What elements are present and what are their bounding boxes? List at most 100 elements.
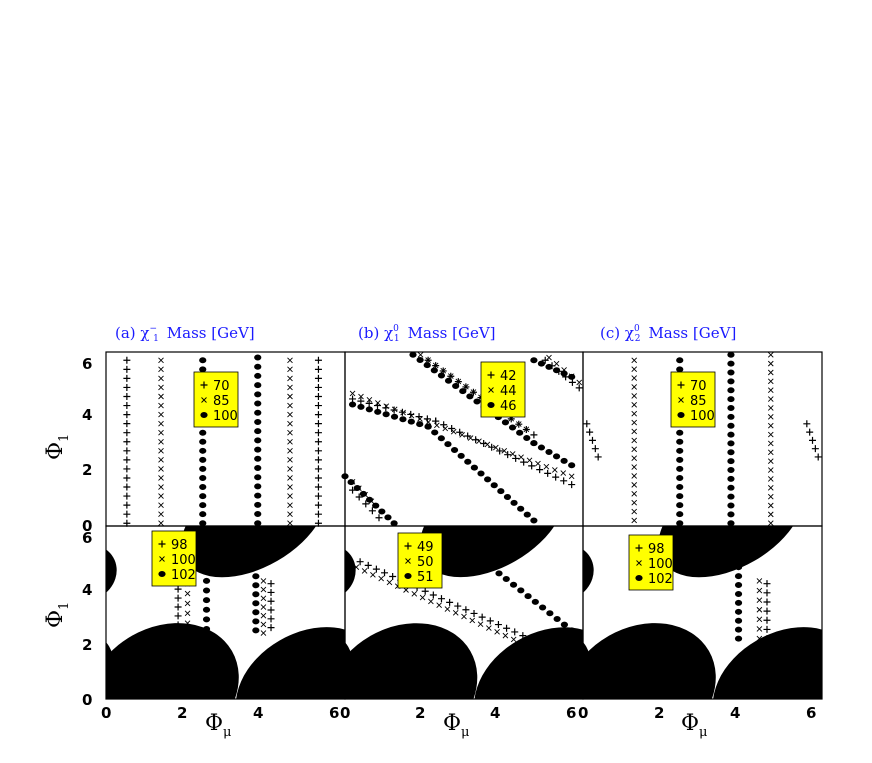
point-100	[199, 447, 207, 454]
x-axis-label-a: Φμ	[205, 711, 232, 740]
point-100	[727, 493, 735, 500]
point-44	[576, 379, 583, 386]
xtick-c-2: 2	[654, 704, 664, 722]
point-102	[734, 590, 743, 597]
point-44	[400, 409, 406, 416]
point-85	[631, 401, 638, 408]
legend-label: 100	[171, 553, 196, 568]
point-85	[287, 520, 293, 527]
point-102	[252, 627, 260, 634]
excluded-region	[419, 526, 565, 578]
point-46	[503, 494, 512, 500]
point-102	[252, 564, 260, 571]
legend-marker-98	[635, 544, 643, 552]
point-49	[421, 587, 429, 595]
point-44	[366, 396, 373, 403]
point-46	[552, 453, 561, 460]
point-70	[123, 483, 131, 491]
point-100	[199, 465, 207, 472]
point-44	[515, 421, 522, 427]
point-100	[199, 493, 207, 500]
point-100	[260, 621, 267, 628]
point-49	[364, 561, 372, 569]
plot-marks	[123, 351, 822, 669]
point-102	[202, 587, 211, 594]
point-85	[158, 393, 164, 400]
point-44	[425, 419, 432, 425]
point-50	[568, 663, 575, 669]
point-70	[123, 438, 131, 446]
point-100	[727, 369, 735, 376]
excluded-region	[106, 623, 239, 699]
point-100	[254, 372, 262, 379]
point-50	[428, 598, 434, 605]
frame-bottom-right	[582, 525, 823, 700]
point-100	[676, 366, 684, 373]
point-100	[199, 366, 207, 373]
xtick-b-6: 6	[566, 704, 576, 722]
point-70	[314, 383, 322, 391]
point-44	[417, 351, 424, 358]
point-98	[763, 589, 771, 597]
point-100	[254, 474, 262, 481]
point-100	[676, 357, 684, 364]
point-102	[734, 617, 743, 624]
point-46	[530, 440, 538, 447]
point-70	[123, 402, 131, 410]
point-42	[368, 507, 376, 515]
point-70	[314, 492, 322, 500]
point-100	[199, 511, 207, 518]
point-85	[767, 511, 774, 518]
point-44	[523, 426, 530, 433]
xtick-b-2: 2	[415, 704, 425, 722]
point-44	[553, 360, 560, 367]
ytick-bottom-0: 0	[82, 691, 92, 709]
legend-label: 100	[213, 409, 238, 424]
point-100	[727, 502, 735, 509]
point-85	[767, 351, 774, 358]
legend-label: 100	[648, 557, 673, 572]
point-85	[631, 446, 638, 453]
point-85	[767, 378, 774, 385]
point-85	[631, 473, 638, 479]
point-70	[123, 429, 131, 437]
point-70	[314, 429, 322, 437]
point-100	[260, 630, 267, 636]
point-85	[287, 411, 293, 418]
point-42	[488, 443, 496, 451]
excluded-region	[712, 627, 822, 699]
point-44	[560, 470, 567, 476]
xtick-c-0: 0	[578, 704, 588, 722]
point-85	[767, 467, 774, 473]
xtick-b-4: 4	[490, 704, 500, 722]
legend-marker-100	[677, 412, 685, 418]
point-85	[287, 475, 293, 481]
point-85	[631, 499, 638, 506]
point-98	[763, 598, 771, 606]
point-100	[254, 363, 262, 370]
point-42	[415, 413, 423, 421]
point-46	[390, 413, 399, 420]
point-46	[384, 514, 392, 521]
point-70	[314, 456, 322, 464]
point-50	[477, 621, 484, 628]
xtick-a-2: 2	[177, 704, 187, 722]
point-50	[436, 602, 442, 609]
point-46	[416, 356, 424, 363]
point-44	[484, 441, 491, 448]
point-85	[767, 360, 774, 367]
legend-label: 98	[171, 538, 188, 553]
point-70	[123, 501, 131, 509]
point-100	[727, 387, 735, 394]
point-70	[123, 492, 131, 500]
point-85	[158, 520, 164, 527]
point-70	[314, 392, 322, 400]
legend-label: 98	[648, 542, 665, 557]
point-98	[174, 612, 182, 620]
point-46	[508, 424, 517, 431]
point-44	[358, 393, 364, 400]
point-42	[496, 447, 504, 455]
point-70	[314, 465, 322, 473]
excluded-region-group	[345, 526, 583, 699]
point-100	[254, 492, 262, 499]
